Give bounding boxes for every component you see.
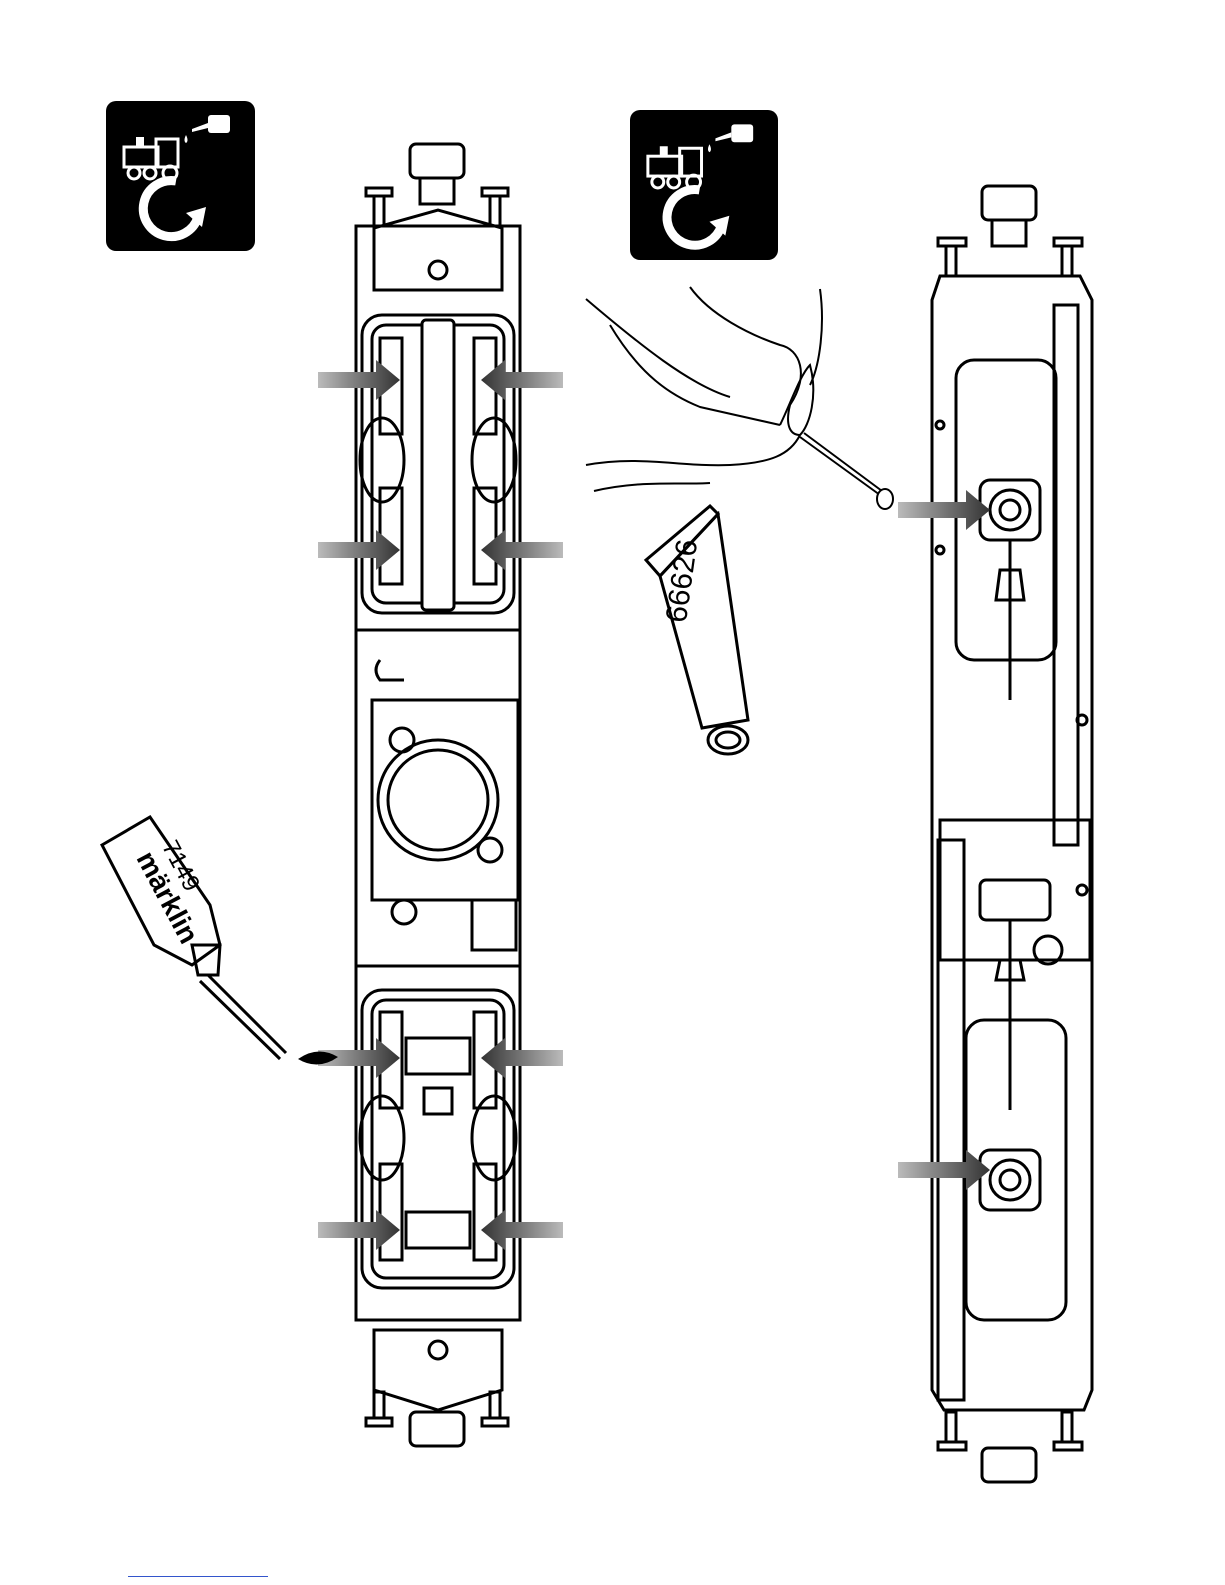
arrow-pointer-icon [898,490,990,1190]
footer-rule [128,1576,268,1577]
arrow-pointer-icon [318,360,563,1250]
lubrication-service-icon [106,101,255,251]
lubrication-service-icon [630,110,778,260]
lubrication-arrows-left [318,360,563,1250]
hand-with-swab-illustration [580,285,900,515]
lubrication-arrows-right [898,490,998,1190]
grease-tube-illustration [640,500,760,760]
oil-bottle-illustration [100,815,350,1075]
